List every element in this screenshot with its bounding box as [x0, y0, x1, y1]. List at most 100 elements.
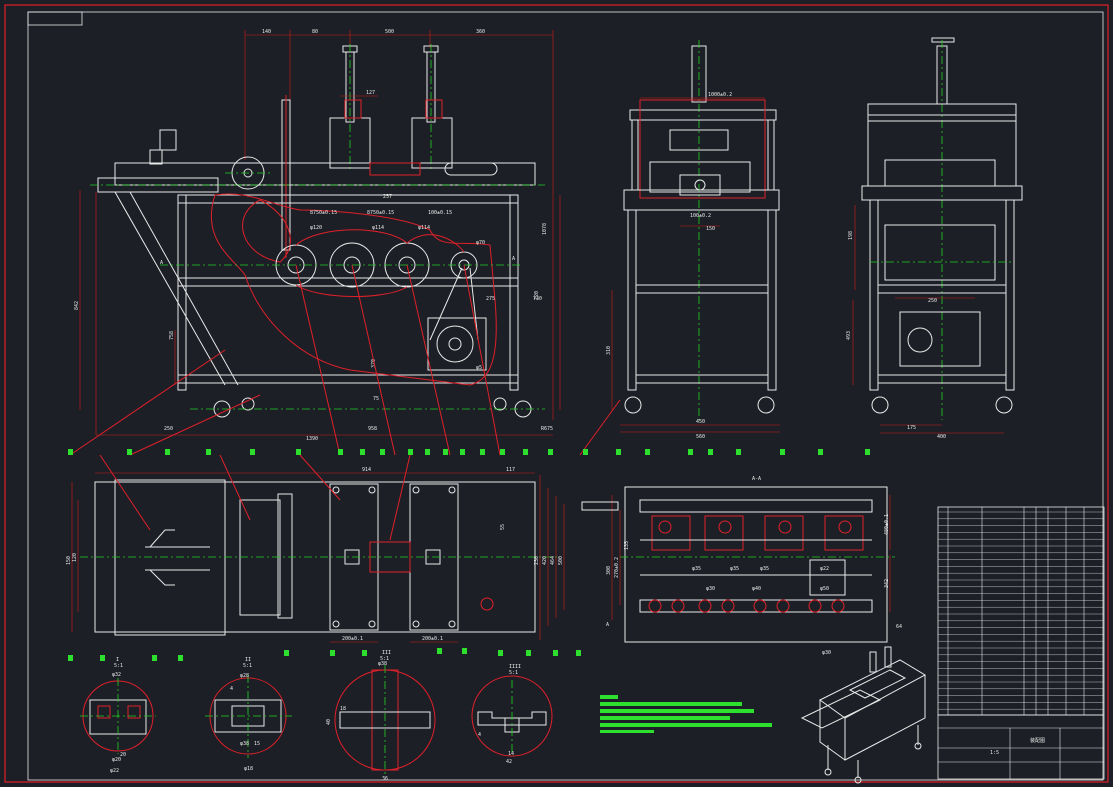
- plan-side-dim-6: 464: [550, 556, 556, 565]
- section-dim-3: φ35: [760, 566, 769, 572]
- technical-notes-block: [600, 695, 772, 733]
- front-top-dim-2: 80: [312, 29, 318, 35]
- end-dim-1: 198: [848, 231, 854, 240]
- detail-2-dim-1: φ28: [240, 673, 249, 679]
- front-inner-dim-5: φ114: [372, 225, 384, 231]
- plan-top-dim-2: 117: [506, 467, 515, 473]
- section-dim-9: 300: [606, 566, 612, 575]
- view-a-marker-bottom: A: [606, 622, 609, 628]
- section-dim-4: φ30: [706, 586, 715, 592]
- plan-bottom-dim-2: 200±0.1: [422, 636, 443, 642]
- title-block: 1:5 装配图: [937, 714, 1105, 780]
- front-inner-dim-10: 275: [486, 296, 495, 302]
- plan-side-dim-5: 420: [542, 556, 548, 565]
- section-dim-14: 64: [896, 624, 902, 630]
- front-top-dim-1: 140: [262, 29, 271, 35]
- front-side-dim-2: 842: [74, 301, 80, 310]
- section-a-a-view: A-A φ35 φ35 φ35 φ30 φ40 φ50 φ30 φ: [581, 476, 902, 656]
- side-top-dim-3: 100±0.2: [690, 213, 711, 219]
- detail-view-3: III 5:1 φ38 40 36 18: [326, 648, 467, 782]
- title-block-drawing-label: 装配图: [1030, 737, 1045, 744]
- detail-2-scale: 5:1: [243, 663, 252, 669]
- view-a-marker-left: A: [160, 260, 163, 266]
- side-top-dim-1: 1000±0.2: [708, 92, 732, 98]
- end-dim-3: 250: [928, 298, 937, 304]
- detail-1-dim-1: φ32: [112, 672, 121, 678]
- plan-side-dim-1: 150: [66, 556, 72, 565]
- end-dim-2: 493: [846, 331, 852, 340]
- detail-2-dim-2: 4: [230, 686, 233, 692]
- front-bottom-dim-2: 1390: [306, 436, 318, 442]
- front-side-dim-1: 1078: [542, 223, 548, 235]
- detail-4-dim-2: 14: [508, 751, 514, 757]
- parts-list-table: [937, 506, 1105, 716]
- front-inner-dim-1: 8750±0.15: [310, 210, 337, 216]
- side-bottom-dim-1: 450: [696, 419, 705, 425]
- front-bottom-dim-1: 250: [164, 426, 173, 432]
- end-dim-4: 175: [907, 425, 916, 431]
- view-a-marker-right: A: [512, 256, 515, 262]
- plan-view: 914 117 200±0.1 200±0.1 150 120 55 230 4…: [66, 454, 565, 643]
- detail-3-label: III: [382, 650, 391, 656]
- detail-3-dim-4: 18: [340, 706, 346, 712]
- front-bottom-dim-3: 958: [368, 426, 377, 432]
- plan-side-dim-4: 230: [534, 556, 540, 565]
- detail-3-dim-2: 40: [326, 719, 332, 725]
- plan-bottom-dim-1: 200±0.1: [342, 636, 363, 642]
- detail-3-scale: 5:1: [380, 656, 389, 662]
- detail-1-label: I: [116, 657, 119, 663]
- detail-view-4: IIII 5:1 4 14 42: [471, 664, 553, 765]
- detail-1-dim-3: φ22: [110, 768, 119, 774]
- front-inner-dim-9: 257: [383, 194, 392, 200]
- detail-4-label: IIII: [509, 664, 521, 670]
- front-inner-dim-7: φ70: [476, 240, 485, 246]
- front-inner-dim-2: 8750±0.15: [367, 210, 394, 216]
- front-inner-dim-4: φ120: [310, 225, 322, 231]
- front-top-dim-3: 500: [385, 29, 394, 35]
- side-view: 1000±0.2 150 100±0.2 450 560 310: [606, 40, 780, 440]
- side-top-dim-2: 150: [706, 226, 715, 232]
- front-inner-dim-8: φ5: [476, 365, 482, 371]
- section-dim-2: φ35: [730, 566, 739, 572]
- section-dim-8: φ22: [820, 566, 829, 572]
- front-inner-dim-6: φ114: [418, 225, 430, 231]
- title-block-scale: 1:5: [990, 750, 999, 756]
- detail-2-dim-3: φ38: [240, 741, 249, 747]
- plan-side-dim-2: 120: [72, 553, 78, 562]
- plan-top-dim-1: 914: [362, 467, 371, 473]
- inner-sheet-border: [27, 11, 1104, 781]
- detail-4-dim-3: 42: [506, 759, 512, 765]
- plan-side-dim-3: 55: [500, 524, 506, 530]
- section-dim-13: 480±0.1: [884, 514, 890, 535]
- front-bottom-dim-4: R675: [541, 426, 553, 432]
- detail-1-scale: 5:1: [114, 663, 123, 669]
- detail-2-label: II: [245, 657, 251, 663]
- front-inner-dim-11: 730: [533, 296, 542, 302]
- detail-3-dim-1: φ38: [378, 661, 387, 667]
- balloon-row: [68, 449, 870, 455]
- section-dim-7: φ30: [822, 650, 831, 656]
- front-inner-dim-3: 100±0.15: [428, 210, 452, 216]
- section-a-a-label: A-A: [752, 476, 761, 482]
- isometric-view: [800, 646, 927, 784]
- side-bottom-dim-2: 560: [696, 434, 705, 440]
- detail-1-dim-2: φ20: [112, 757, 121, 763]
- section-dim-6: φ50: [820, 586, 829, 592]
- detail-view-2: II 5:1 φ28 4 φ38 15 φ18: [205, 657, 292, 772]
- front-top-dim-4: 360: [476, 29, 485, 35]
- front-side-dim-4: 720: [534, 291, 540, 300]
- front-view: 140 80 500 360 127: [69, 29, 621, 456]
- end-dim-5: 400: [937, 434, 946, 440]
- side-side-dim-1: 310: [606, 346, 612, 355]
- outer-sheet-border: [4, 4, 1109, 783]
- section-dim-5: φ40: [752, 586, 761, 592]
- front-side-dim-6: 75: [373, 396, 379, 402]
- section-dim-10: 270±0.2: [614, 557, 620, 578]
- plan-side-dim-7: 500: [558, 556, 564, 565]
- detail-4-dim-1: 4: [478, 732, 481, 738]
- front-side-dim-3: 758: [169, 331, 175, 340]
- detail-3-dim-3: 36: [382, 776, 388, 782]
- end-view: 198 493 250 175 400: [846, 37, 1023, 440]
- detail-view-1: I 5:1 φ32 φ20 φ22 20: [68, 655, 183, 774]
